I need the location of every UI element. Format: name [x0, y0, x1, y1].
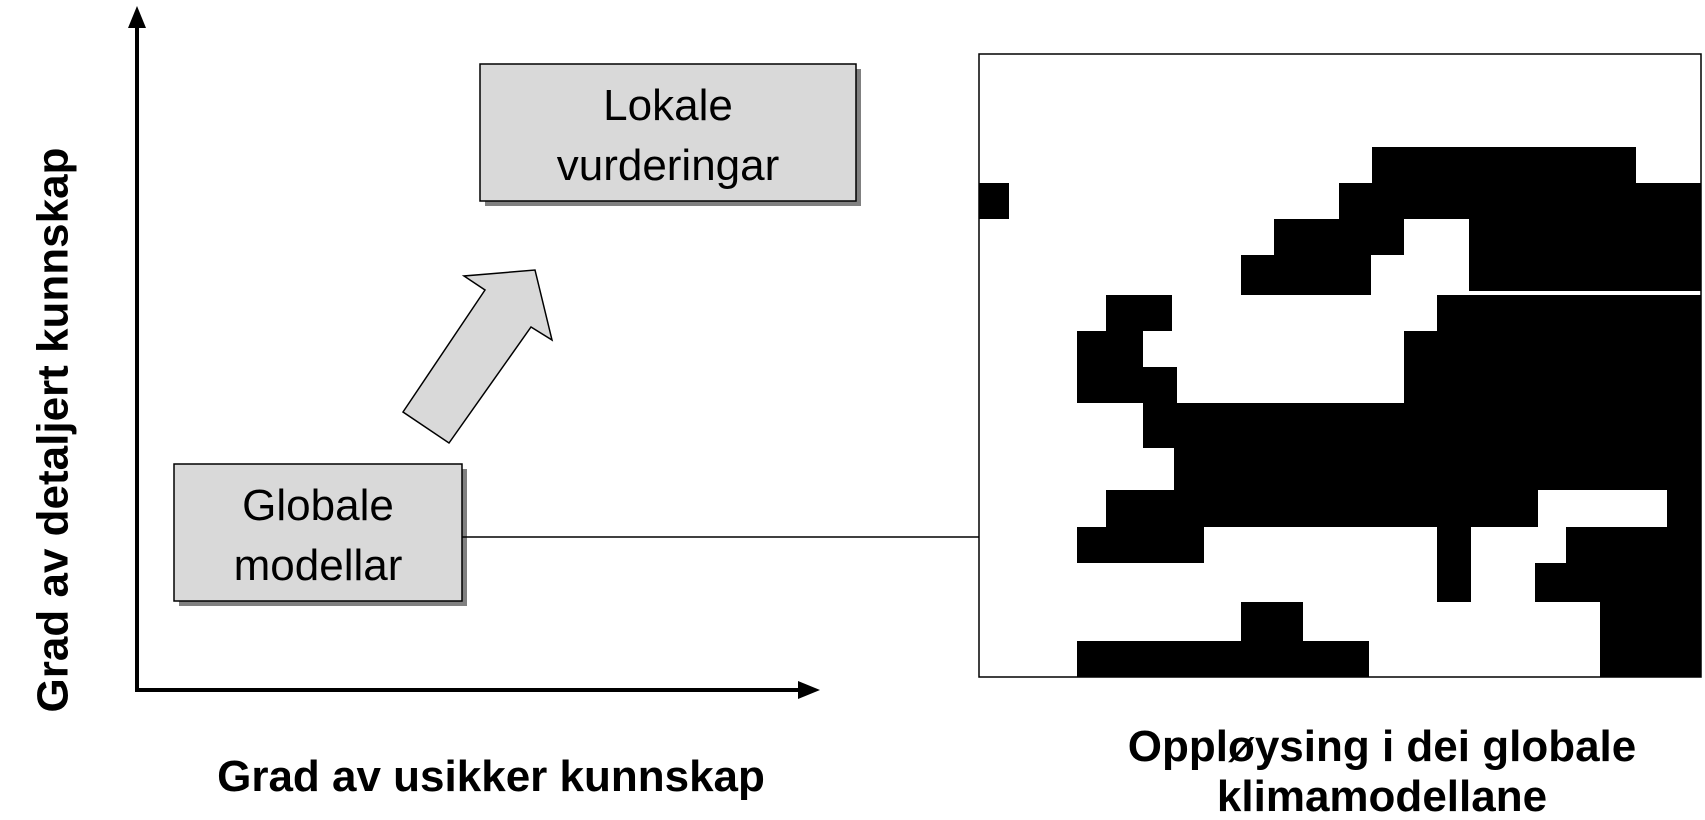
local-box-line1: Lokale [603, 81, 733, 130]
grid-cell [1241, 255, 1371, 295]
grid-cells [979, 147, 1701, 677]
grid-cell [1469, 219, 1701, 255]
grid-cell [1143, 403, 1701, 448]
grid-cell [1437, 527, 1471, 563]
resolution-grid [978, 53, 1702, 678]
global-box-line2: modellar [234, 541, 403, 590]
grid-cell [1241, 602, 1303, 641]
y-axis-label: Grad av detaljert kunnskap [29, 148, 78, 713]
grid-cell [1600, 602, 1701, 641]
grid-cell [1174, 448, 1701, 490]
grid-cell [1469, 255, 1701, 291]
local-box-line2: vurderingar [557, 141, 780, 190]
grid-cell [1077, 641, 1369, 677]
up-right-arrow-icon [401, 269, 554, 445]
global-box-line1: Globale [242, 481, 394, 530]
grid-cell [1372, 147, 1636, 183]
grid-cell [1339, 183, 1701, 219]
grid-caption-line1: Oppløysing i dei globale [1128, 722, 1637, 771]
grid-cell [1404, 331, 1701, 367]
grid-cell [1106, 490, 1240, 527]
grid-cell [1077, 331, 1143, 367]
grid-cell [1437, 563, 1471, 602]
local-assessments-box: Lokale vurderingar [479, 63, 861, 206]
grid-cell [1600, 641, 1701, 677]
grid-cell [1566, 527, 1701, 563]
grid-cell [1302, 490, 1497, 527]
grid-cell [1535, 563, 1701, 602]
grid-cell [979, 183, 1009, 219]
grid-cell [1404, 367, 1701, 403]
x-axis-arrowhead [798, 681, 820, 699]
grid-cell [1437, 295, 1701, 331]
grid-cell [1667, 448, 1701, 527]
global-models-box: Globale modellar [173, 463, 467, 606]
grid-cell [1106, 295, 1172, 331]
grid-cell [1077, 527, 1204, 563]
grid-cell [1274, 219, 1404, 255]
grid-cell [1077, 367, 1177, 403]
y-axis-arrowhead [128, 6, 146, 28]
x-axis-label: Grad av usikker kunnskap [217, 752, 765, 801]
grid-caption-line2: klimamodellane [1217, 772, 1547, 820]
